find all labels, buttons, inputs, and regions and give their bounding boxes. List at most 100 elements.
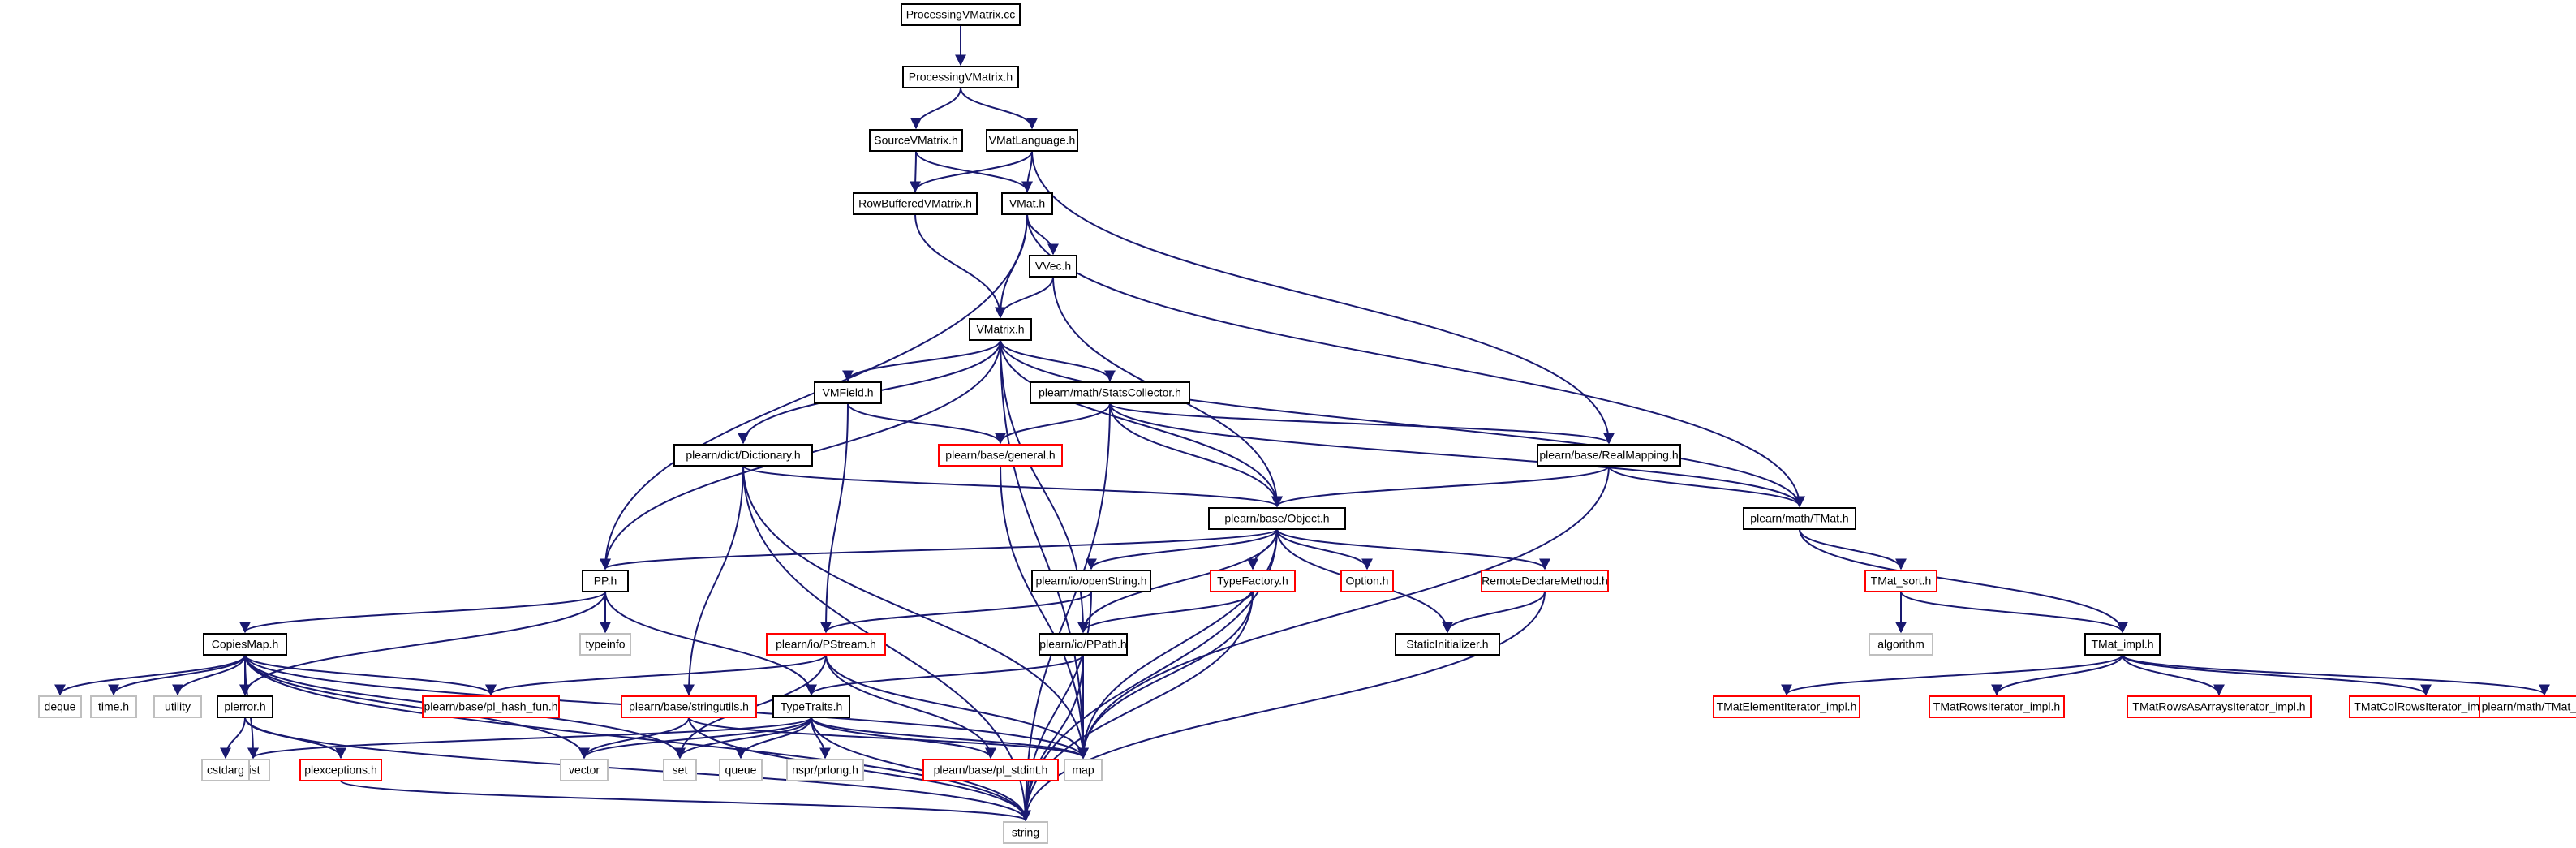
node-box — [814, 381, 882, 404]
edge-n34-n48 — [811, 717, 1089, 760]
node-plearn-math-statscollector-h[interactable]: plearn/math/StatsCollector.h — [1030, 381, 1190, 404]
edge-n11-n48 — [742, 465, 1089, 760]
node-plerror-h[interactable]: plerror.h — [217, 695, 273, 718]
node-tmatelementiterator-impl-h[interactable]: TMatElementIterator_impl.h — [1713, 695, 1860, 718]
edge-n34-n45 — [735, 717, 812, 760]
node-label: plearn/base/Object.h — [1224, 512, 1329, 525]
node-label: VMat.h — [1009, 197, 1045, 210]
edge-n26-n38 — [2122, 654, 2432, 696]
edge-n27-n32 — [244, 654, 497, 696]
edge-n19-n24 — [1442, 591, 1546, 634]
node-sourcevmatrix-h[interactable]: SourceVMatrix.h — [869, 129, 963, 152]
node-remotedeclaremethod-h[interactable]: RemoteDeclareMethod.h — [1481, 570, 1609, 592]
edge-n15-n27 — [239, 591, 606, 634]
node-label: queue — [725, 764, 757, 777]
node-time-h: time.h — [90, 695, 137, 718]
node-map: map — [1064, 759, 1103, 781]
edge-n27-n49 — [244, 654, 1031, 822]
node-label: plearn/io/PStream.h — [776, 638, 876, 651]
node-label: TMatRowsIterator_impl.h — [1933, 700, 2060, 713]
node-copiesmap-h[interactable]: CopiesMap.h — [203, 633, 287, 656]
edge-n3-n12 — [1031, 150, 1615, 445]
node-plearn-math-tmat-decl-h[interactable]: plearn/math/TMat_decl.h — [2479, 695, 2576, 718]
edge-n20-n26 — [1900, 591, 2128, 634]
node-label: plexceptions.h — [304, 764, 377, 777]
node-tmatrowsiterator-impl-h[interactable]: TMatRowsIterator_impl.h — [1929, 695, 2065, 718]
node-tmat-sort-h[interactable]: TMat_sort.h — [1864, 570, 1937, 592]
node-plexceptions-h[interactable]: plexceptions.h — [299, 759, 382, 781]
node-deque: deque — [38, 695, 82, 718]
node-plearn-base-pl-stdint-h[interactable]: plearn/base/pl_stdint.h — [922, 759, 1059, 781]
node-label: plearn/base/pl_hash_fun.h — [424, 700, 557, 713]
node-box — [902, 66, 1019, 88]
edge-n23-n34 — [806, 654, 1084, 696]
edge-n12-n48 — [1077, 465, 1610, 760]
node-box — [1208, 507, 1346, 530]
node-label: TMat_sort.h — [1871, 575, 1932, 588]
node-pp-h[interactable]: PP.h — [582, 570, 629, 592]
node-label: TypeFactory.h — [1217, 575, 1288, 588]
node-plearn-base-object-h[interactable]: plearn/base/Object.h — [1208, 507, 1346, 530]
node-tmatrowsasarraysiterator-impl-h[interactable]: TMatRowsAsArraysIterator_impl.h — [2127, 695, 2312, 718]
edge-n9-n14 — [1109, 402, 1805, 508]
node-box — [901, 3, 1021, 26]
node-vector: vector — [560, 759, 609, 781]
edge-n11-n33 — [683, 465, 744, 696]
node-plearn-io-ppath-h[interactable]: plearn/io/PPath.h — [1039, 633, 1128, 656]
node-vmfield-h[interactable]: VMField.h — [814, 381, 882, 404]
node-option-h[interactable]: Option.h — [1340, 570, 1394, 592]
edge-n14-n20 — [1799, 528, 1907, 570]
edge-n17-n48 — [1077, 591, 1254, 760]
edge-n4-n7 — [914, 213, 1006, 319]
node-box — [786, 759, 864, 781]
node-vmatrix-h[interactable]: VMatrix.h — [969, 318, 1032, 341]
node-vmat-h[interactable]: VMat.h — [1001, 192, 1053, 215]
node-box — [719, 759, 763, 781]
node-box — [1039, 633, 1128, 656]
node-processingvmatrix-cc[interactable]: ProcessingVMatrix.cc — [901, 3, 1021, 26]
node-processingvmatrix-h[interactable]: ProcessingVMatrix.h — [902, 66, 1019, 88]
node-typetraits-h[interactable]: TypeTraits.h — [772, 695, 850, 718]
node-box — [1003, 821, 1048, 844]
node-box — [579, 633, 631, 656]
node-label: plearn/dict/Dictionary.h — [686, 449, 800, 462]
node-box — [1031, 570, 1151, 592]
node-label: ProcessingVMatrix.cc — [906, 8, 1016, 21]
node-plearn-io-openstring-h[interactable]: plearn/io/openString.h — [1031, 570, 1151, 592]
node-label: plearn/math/TMat.h — [1750, 512, 1848, 525]
node-plearn-io-pstream-h[interactable]: plearn/io/PStream.h — [766, 633, 886, 656]
node-box — [203, 633, 287, 656]
node-set: set — [663, 759, 697, 781]
node-plearn-base-realmapping-h[interactable]: plearn/base/RealMapping.h — [1537, 444, 1681, 467]
node-box — [869, 129, 963, 152]
edge-n27-n29 — [108, 654, 246, 696]
node-box — [153, 695, 202, 718]
node-typefactory-h[interactable]: TypeFactory.h — [1210, 570, 1296, 592]
node-plearn-math-tmat-h[interactable]: plearn/math/TMat.h — [1743, 507, 1856, 530]
node-label: TypeTraits.h — [781, 700, 843, 713]
node-algorithm: algorithm — [1869, 633, 1933, 656]
node-box — [1064, 759, 1103, 781]
edge-n42-n49 — [340, 780, 1031, 822]
node-plearn-base-general-h[interactable]: plearn/base/general.h — [938, 444, 1063, 467]
node-vmatlanguage-h[interactable]: VMatLanguage.h — [986, 129, 1078, 152]
edge-n27-n28 — [54, 654, 246, 696]
node-box — [772, 695, 850, 718]
node-vvec-h[interactable]: VVec.h — [1029, 255, 1077, 278]
node-plearn-dict-dictionary-h[interactable]: plearn/dict/Dictionary.h — [673, 444, 813, 467]
node-rowbufferedvmatrix-h[interactable]: RowBufferedVMatrix.h — [853, 192, 978, 215]
edge-n1-n3 — [960, 87, 1038, 130]
node-box — [986, 129, 1078, 152]
node-plearn-base-pl-hash-fun-h[interactable]: plearn/base/pl_hash_fun.h — [422, 695, 560, 718]
node-label: algorithm — [1877, 638, 1924, 651]
edge-n22-n32 — [485, 654, 827, 696]
edge-n31-n41 — [220, 717, 246, 760]
node-plearn-base-stringutils-h[interactable]: plearn/base/stringutils.h — [621, 695, 757, 718]
edge-n1-n2 — [910, 87, 961, 130]
node-tmat-impl-h[interactable]: TMat_impl.h — [2084, 633, 2161, 656]
edge-n6-n7 — [995, 276, 1054, 319]
node-label: PP.h — [594, 575, 617, 588]
edge-n34-n47 — [811, 717, 996, 760]
edge-n14-n26 — [1799, 528, 2128, 634]
node-staticinitializer-h[interactable]: StaticInitializer.h — [1395, 633, 1500, 656]
